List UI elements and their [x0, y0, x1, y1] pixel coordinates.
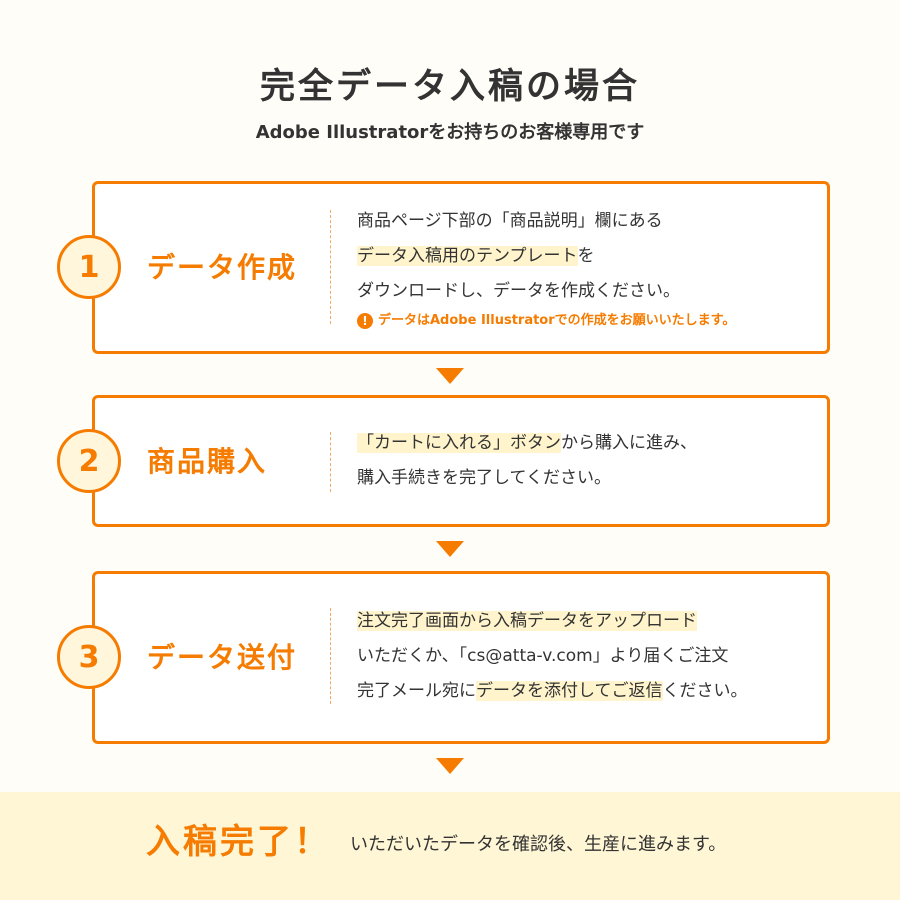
- step-1-highlight-template: データ入稿用のテンプレート: [357, 246, 578, 266]
- step-1-description: 商品ページ下部の「商品説明」欄にある データ入稿用のテンプレートを ダウンロード…: [357, 204, 735, 333]
- step-1-note: ! データはAdobe Illustratorでの作成をお願いいたします。: [357, 309, 735, 333]
- step-2-card: 2 商品購入 「カートに入れる」ボタンから購入に進み、 購入手続きを完了してくだ…: [57, 395, 830, 527]
- triangle-down-icon: [436, 541, 464, 557]
- step-2-title: 商品購入: [147, 445, 268, 478]
- step-1-number-badge: 1: [57, 235, 121, 299]
- step-3-highlight-reply: データを添付してご返信: [476, 681, 663, 701]
- step-3-number-badge: 3: [57, 625, 121, 689]
- step-2-number-badge: 2: [57, 429, 121, 493]
- exclamation-circle-icon: !: [357, 313, 373, 329]
- step-1-line-3: ダウンロードし、データを作成ください。: [357, 281, 680, 301]
- step-1-title: データ作成: [147, 251, 298, 284]
- step-3-description: 注文完了画面から入稿データをアップロード いただくか、「cs@atta-v.co…: [357, 604, 748, 709]
- step-3-line-2: いただくか、「cs@atta-v.com」より届くご注文: [357, 646, 729, 666]
- page-subtitle: Adobe Illustratorをお持ちのお客様専用です: [255, 122, 645, 143]
- step-2-line-1-suffix: から購入に進み、: [561, 433, 697, 453]
- step-3-card: 3 データ送付 注文完了画面から入稿データをアップロード いただくか、「cs@a…: [57, 571, 830, 744]
- completion-band: 入稿完了！ いただいたデータを確認後、生産に進みます。: [0, 792, 900, 900]
- page-title: 完全データ入稿の場合: [259, 67, 640, 107]
- step-1-card: 1 データ作成 商品ページ下部の「商品説明」欄にある データ入稿用のテンプレート…: [57, 181, 830, 354]
- step-3-line-3-suffix: ください。: [662, 681, 748, 701]
- step-2-line-2: 購入手続きを完了してください。: [357, 468, 611, 488]
- step-3-line-1: 注文完了画面から入稿データをアップロード: [357, 604, 748, 639]
- step-3-highlight-upload: 注文完了画面から入稿データをアップロード: [357, 611, 697, 631]
- triangle-down-icon: [436, 758, 464, 774]
- completion-text: いただいたデータを確認後、生産に進みます。: [350, 834, 727, 855]
- step-3-line-3: 完了メール宛にデータを添付してご返信ください。: [357, 674, 748, 709]
- step-1-line-2: データ入稿用のテンプレートを: [357, 239, 735, 274]
- step-2-line-1: 「カートに入れる」ボタンから購入に進み、: [357, 426, 697, 461]
- step-1-divider: [330, 210, 331, 324]
- step-2-highlight-cart-button: 「カートに入れる」ボタン: [357, 433, 561, 453]
- completion-title: 入稿完了！: [146, 822, 331, 862]
- step-2-divider: [330, 432, 331, 492]
- step-2-description: 「カートに入れる」ボタンから購入に進み、 購入手続きを完了してください。: [357, 426, 697, 496]
- step-3-divider: [330, 608, 331, 704]
- step-3-line-3-prefix: 完了メール宛に: [357, 681, 476, 701]
- step-1-line-1: 商品ページ下部の「商品説明」欄にある: [357, 211, 663, 231]
- step-1-line-2-suffix: を: [577, 246, 595, 266]
- step-1-note-text: データはAdobe Illustratorでの作成をお願いいたします。: [378, 313, 736, 328]
- step-3-title: データ送付: [147, 641, 298, 674]
- triangle-down-icon: [436, 368, 464, 384]
